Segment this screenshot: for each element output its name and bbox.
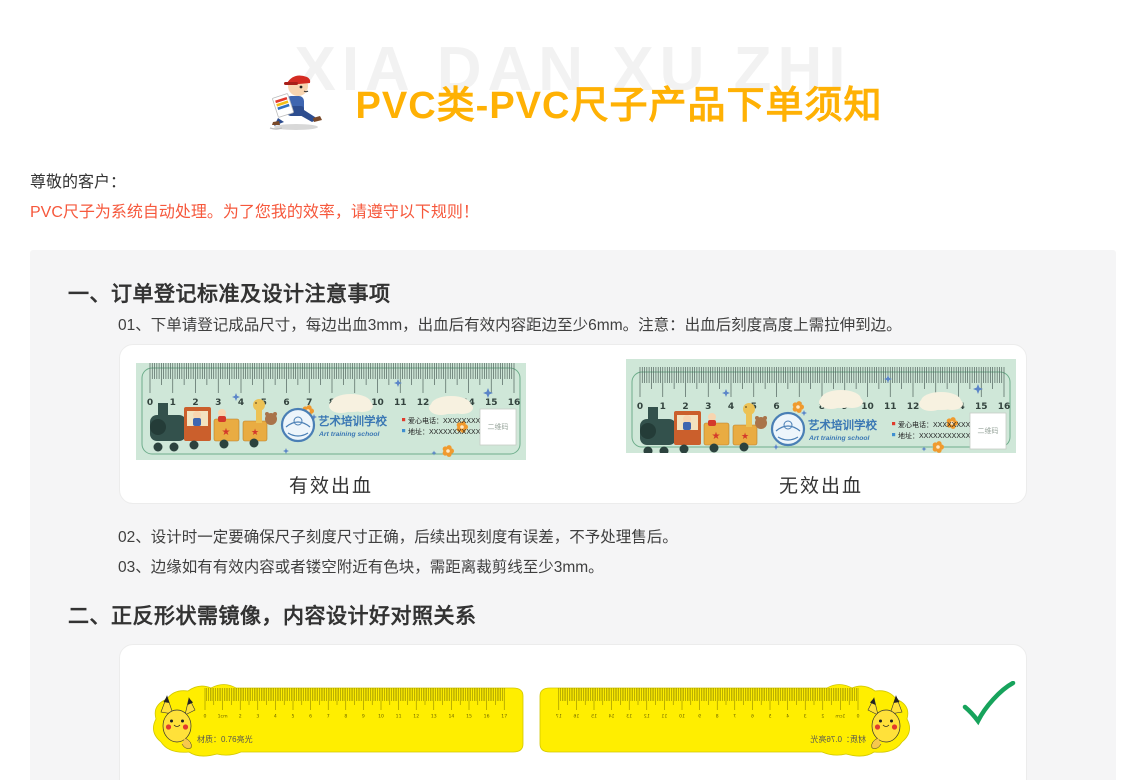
rule-item-01: 01、下单请登记成品尺寸，每边出血3mm，出血后有效内容距边至少6mm。注意：出… <box>118 317 902 334</box>
content-card: 一、订单登记标准及设计注意事项 01、下单请登记成品尺寸，每边出血3mm，出血后… <box>30 250 1116 780</box>
svg-text:7: 7 <box>733 714 736 720</box>
svg-text:2: 2 <box>682 402 688 412</box>
svg-text:7: 7 <box>327 714 330 720</box>
svg-text:12: 12 <box>644 714 650 720</box>
svg-text:16: 16 <box>484 714 490 720</box>
svg-text:17: 17 <box>556 714 562 720</box>
delivery-boy-mascot-icon <box>269 75 322 130</box>
svg-text:17: 17 <box>501 714 507 720</box>
notice-text: PVC尺子为系统自动处理。为了您我的效率，请遵守以下规则！ <box>30 204 479 221</box>
svg-text:12: 12 <box>413 714 419 720</box>
section1-heading: 一、订单登记标准及设计注意事项 <box>68 283 391 306</box>
svg-text:11: 11 <box>661 714 667 720</box>
svg-text:★: ★ <box>741 431 749 441</box>
svg-text:★: ★ <box>712 431 721 442</box>
svg-text:15: 15 <box>466 714 472 720</box>
svg-text:5: 5 <box>292 714 295 720</box>
svg-text:15: 15 <box>485 398 498 408</box>
svg-text:艺术培训学校: 艺术培训学校 <box>808 418 877 432</box>
svg-text:6: 6 <box>283 398 289 408</box>
svg-text:13: 13 <box>431 714 437 720</box>
svg-text:14: 14 <box>448 714 454 720</box>
svg-text:12: 12 <box>907 402 920 412</box>
svg-text:★: ★ <box>251 427 259 437</box>
svg-text:4: 4 <box>786 714 789 720</box>
svg-text:Art training school: Art training school <box>808 435 870 442</box>
svg-text:6: 6 <box>773 402 779 412</box>
svg-text:3: 3 <box>256 714 259 720</box>
svg-text:地址：XXXXXXXXXXXX: 地址：XXXXXXXXXXXX <box>898 431 975 440</box>
svg-text:8: 8 <box>344 714 347 720</box>
svg-text:材质：0.76亮光: 材质：0.76亮光 <box>197 734 253 744</box>
svg-text:15: 15 <box>975 402 988 412</box>
svg-text:11: 11 <box>884 402 897 412</box>
svg-text:16: 16 <box>508 398 521 408</box>
svg-text:12: 12 <box>417 398 430 408</box>
svg-text:Art training school: Art training school <box>318 431 380 438</box>
svg-text:1cm: 1cm <box>218 714 228 720</box>
svg-text:二维码: 二维码 <box>488 422 509 431</box>
svg-text:4: 4 <box>274 714 277 720</box>
svg-text:9: 9 <box>698 714 701 720</box>
svg-text:0: 0 <box>204 714 207 720</box>
svg-text:14: 14 <box>609 714 615 720</box>
approval-checkmark-icon <box>962 680 1016 732</box>
svg-text:4: 4 <box>728 402 734 412</box>
section2-heading: 二、正反形状需镜像，内容设计好对照关系 <box>68 605 477 628</box>
svg-text:11: 11 <box>394 398 407 408</box>
svg-text:6: 6 <box>751 714 754 720</box>
page-title: PVC类-PVC尺子产品下单须知 <box>355 84 883 127</box>
svg-text:10: 10 <box>371 398 384 408</box>
title-row: PVC类-PVC尺子产品下单须知 <box>0 70 1146 132</box>
svg-text:2: 2 <box>239 714 242 720</box>
svg-text:二维码: 二维码 <box>978 426 999 435</box>
svg-text:0: 0 <box>856 714 859 720</box>
svg-text:4: 4 <box>238 398 244 408</box>
svg-text:地址：XXXXXXXXXXXX: 地址：XXXXXXXXXXXX <box>408 427 485 436</box>
rule-item-03: 03、边缘如有有效内容或者镂空附近有色块，需距离裁剪线至少3mm。 <box>118 559 604 576</box>
svg-text:2: 2 <box>821 714 824 720</box>
svg-text:6: 6 <box>309 714 312 720</box>
svg-text:10: 10 <box>861 402 874 412</box>
front-yellow-ruler-image: 0 1cm 2 3 4 5 6 7 8 9 10 11 12 13 14 15 16 17 材质：0.76亮光 <box>141 672 526 758</box>
svg-text:1: 1 <box>660 402 666 412</box>
svg-text:0: 0 <box>147 398 153 408</box>
svg-text:9: 9 <box>362 714 365 720</box>
svg-text:材质：0.76亮光: 材质：0.76亮光 <box>810 734 866 744</box>
svg-text:11: 11 <box>396 714 402 720</box>
svg-text:3: 3 <box>215 398 221 408</box>
background-watermark: XIA DAN XU ZHI <box>294 35 852 104</box>
svg-text:5: 5 <box>768 714 771 720</box>
svg-text:0: 0 <box>637 402 643 412</box>
svg-text:7: 7 <box>306 398 312 408</box>
svg-text:2: 2 <box>192 398 198 408</box>
invalid-bleed-caption: 无效出血 <box>778 476 863 497</box>
svg-text:3: 3 <box>705 402 711 412</box>
svg-text:★: ★ <box>222 427 231 438</box>
svg-text:艺术培训学校: 艺术培训学校 <box>318 414 387 428</box>
svg-text:8: 8 <box>819 402 825 412</box>
valid-bleed-caption: 有效出血 <box>288 476 373 497</box>
svg-text:16: 16 <box>998 402 1011 412</box>
svg-text:13: 13 <box>626 714 632 720</box>
rule-item-02: 02、设计时一定要确保尺子刻度尺寸正确，后续出现刻度有误差，不予处理售后。 <box>118 529 678 546</box>
svg-text:爱心电话：XXXXXXXXX: 爱心电话：XXXXXXXXX <box>898 420 975 429</box>
svg-text:15: 15 <box>591 714 597 720</box>
svg-text:16: 16 <box>573 714 579 720</box>
svg-text:3: 3 <box>804 714 807 720</box>
svg-text:1: 1 <box>170 398 176 408</box>
svg-text:10: 10 <box>378 714 384 720</box>
mirrored-yellow-ruler-image: 0 1cm 2 3 4 5 6 7 8 9 10 11 12 13 14 15 16 17 材质：0.76亮光 <box>537 672 922 758</box>
svg-text:8: 8 <box>716 714 719 720</box>
mirror-example-figure: 0 1cm 2 3 4 5 6 7 8 9 10 11 12 13 14 15 16 17 材质：0.76亮光 0 1… <box>119 644 1027 780</box>
svg-text:1cm: 1cm <box>835 714 845 720</box>
greeting-text: 尊敬的客户： <box>30 174 127 191</box>
svg-text:10: 10 <box>679 714 685 720</box>
svg-text:爱心电话：XXXXXXXXX: 爱心电话：XXXXXXXXX <box>408 416 485 425</box>
